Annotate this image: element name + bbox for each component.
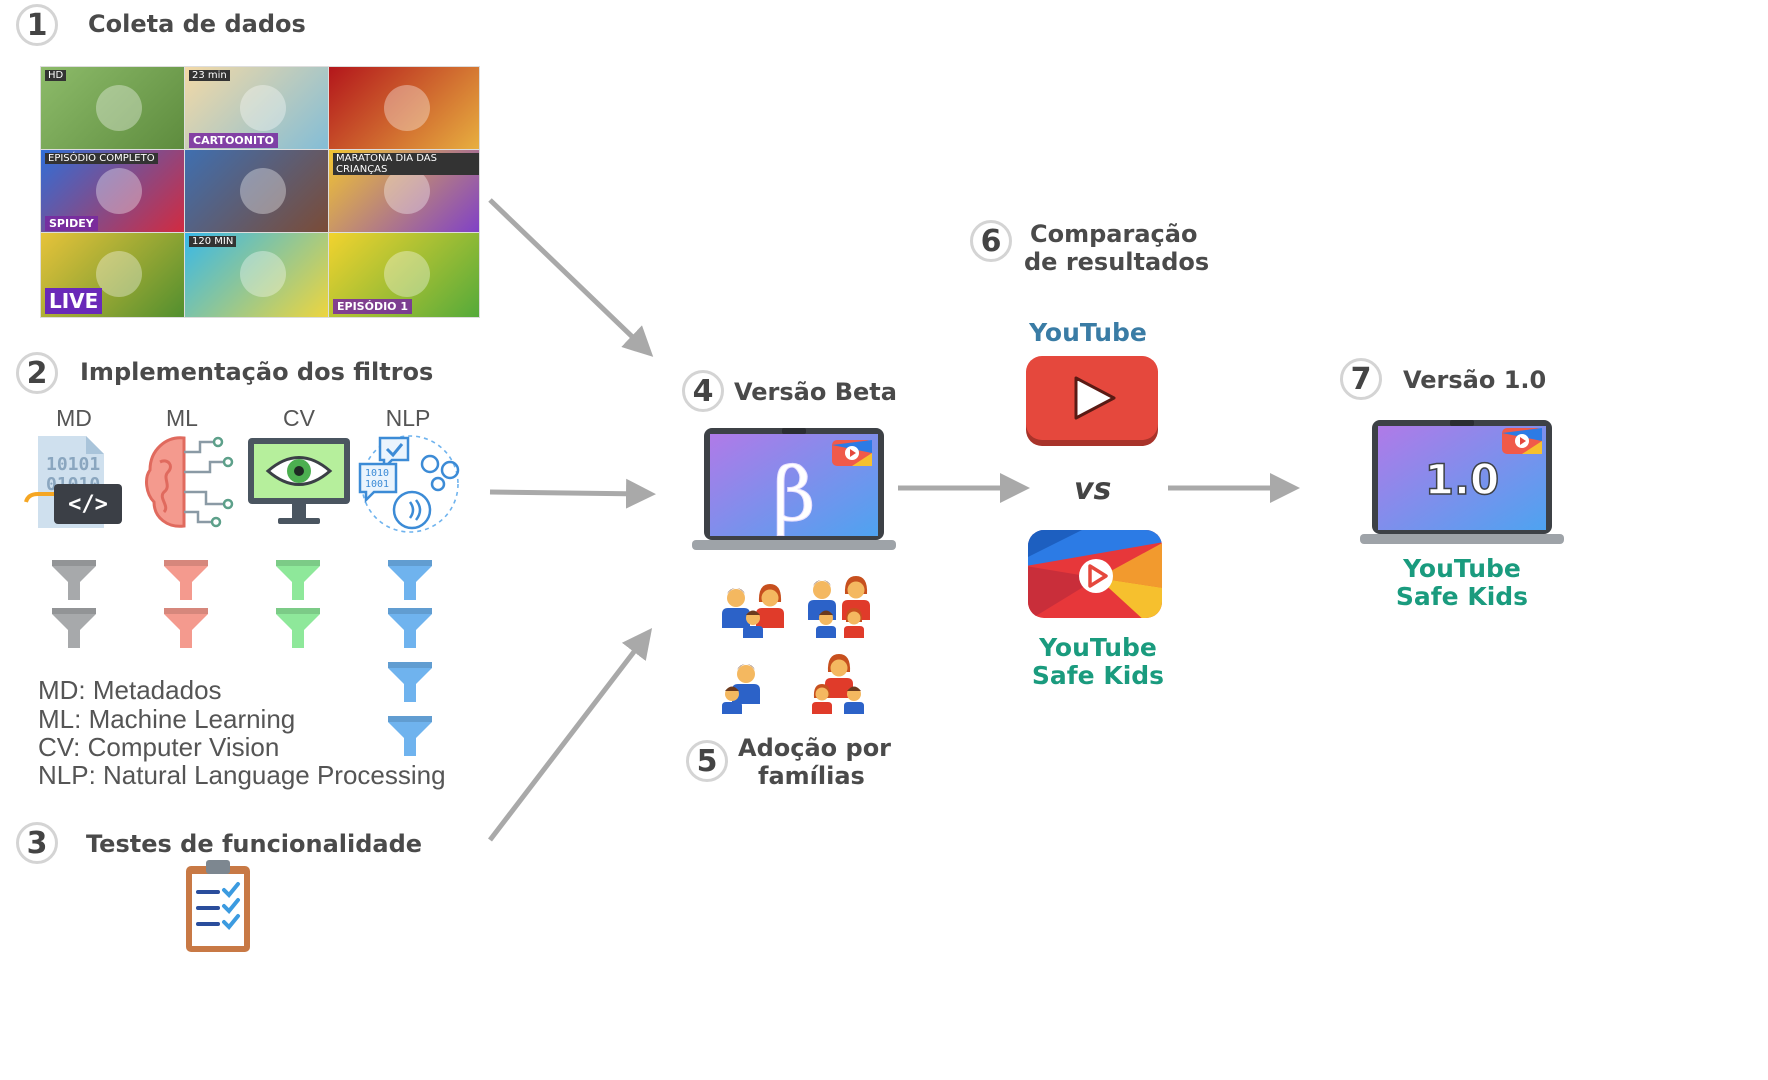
youtube-safekids-logo-icon [1028, 530, 1162, 618]
funnel-icon [388, 608, 432, 648]
brain-network-icon [145, 436, 234, 528]
youtube-label: YouTube [1029, 318, 1147, 347]
step-6-number: 6 [970, 220, 1012, 262]
step-4-title: Versão Beta [734, 378, 897, 406]
thumbnail-caption: EPISÓDIO 1 [333, 299, 413, 314]
safekids-label-line2: Safe Kids [1031, 661, 1165, 690]
thumbnail-caption: LIVE [45, 288, 103, 314]
legend-cv: CV: Computer Vision [38, 732, 280, 762]
legend-nlp: NLP: Natural Language Processing [38, 760, 446, 790]
legend-md: MD: Metadados [38, 675, 222, 705]
thumbnail-character [384, 168, 430, 214]
step-6-title-line1: Comparação [1030, 220, 1198, 248]
svg-text:</>: </> [68, 492, 108, 517]
filter-label-nlp: NLP [385, 405, 431, 431]
safekids-label-line1: YouTube [1039, 633, 1157, 662]
video-thumbnail: EPISÓDIO 1 [328, 232, 480, 318]
video-thumbnail: EPISÓDIO COMPLETO SPIDEY [40, 149, 192, 235]
step-1-number: 1 [16, 4, 58, 46]
release-laptop-icon: 1.0 [1360, 420, 1564, 544]
eye-monitor-icon [248, 438, 350, 524]
family-icon [804, 572, 876, 638]
step-5-title-line1: Adoção por [738, 734, 892, 762]
funnel-icon [388, 716, 432, 756]
legend-ml: ML: Machine Learning [38, 704, 296, 734]
thumbnail-character [96, 251, 142, 297]
step-2-title: Implementação dos filtros [80, 358, 434, 386]
beta-symbol: β [773, 452, 816, 538]
funnel-icon [388, 662, 432, 702]
release-label-line2: Safe Kids [1395, 582, 1529, 611]
funnel-icon [276, 560, 320, 600]
beta-laptop-icon: β [692, 428, 896, 550]
family-icon [718, 648, 770, 714]
funnel-icon [388, 560, 432, 600]
thumbnail-caption: SPIDEY [45, 216, 98, 231]
step-7-number: 7 [1340, 358, 1382, 400]
thumbnail-character [384, 251, 430, 297]
video-thumbnail: MARATONA DIA DAS CRIANÇAS [328, 149, 480, 235]
thumbnail-character [96, 85, 142, 131]
funnel-icon [164, 608, 208, 648]
thumbnail-caption: CARTOONITO [189, 133, 278, 148]
svg-text:1001: 1001 [365, 479, 389, 490]
step-4-number: 4 [682, 370, 724, 412]
video-thumbnail: LIVE [40, 232, 192, 318]
thumbnail-tag: HD [45, 70, 67, 81]
video-thumbnail: 120 MIN [184, 232, 336, 318]
family-icon [808, 648, 870, 714]
funnel-icon [164, 560, 208, 600]
funnel-icon [52, 560, 96, 600]
release-label-line1: YouTube [1403, 554, 1521, 583]
funnel-icon [52, 608, 96, 648]
release-version-text: 1.0 [1425, 455, 1499, 504]
clipboard-checklist-icon [186, 860, 250, 952]
thumbnail-character [96, 168, 142, 214]
thumbnail-character [240, 85, 286, 131]
thumbnail-tag: EPISÓDIO COMPLETO [45, 153, 158, 164]
step-5-number: 5 [686, 740, 728, 782]
step-3-title: Testes de funcionalidade [86, 830, 423, 858]
step-1-title: Coleta de dados [88, 10, 306, 38]
thumbnail-tag: 120 MIN [189, 236, 237, 247]
thumbnail-character [240, 251, 286, 297]
youtube-logo-icon [1026, 356, 1158, 446]
filter-label-md: MD [56, 405, 92, 431]
thumbnail-tag: 23 min [189, 70, 230, 81]
filter-label-ml: ML [166, 405, 198, 431]
family-icon [718, 572, 790, 638]
step-7-title: Versão 1.0 [1403, 366, 1547, 394]
thumbnail-character [384, 85, 430, 131]
language-speech-icon: 1010 1001 [358, 435, 460, 533]
step-6-title-line2: de resultados [1024, 248, 1210, 276]
svg-text:1010: 1010 [365, 468, 389, 479]
step-2-number: 2 [16, 352, 58, 394]
thumbnail-character [240, 168, 286, 214]
step-3-number: 3 [16, 822, 58, 864]
svg-text:10101: 10101 [46, 454, 100, 475]
versus-text: vs [1074, 472, 1112, 507]
step-5-title-line2: famílias [758, 762, 865, 790]
thumbnail-tag: MARATONA DIA DAS CRIANÇAS [333, 153, 479, 175]
funnel-icon [276, 608, 320, 648]
video-thumbnail [328, 66, 480, 152]
filter-label-cv: CV [283, 405, 315, 431]
